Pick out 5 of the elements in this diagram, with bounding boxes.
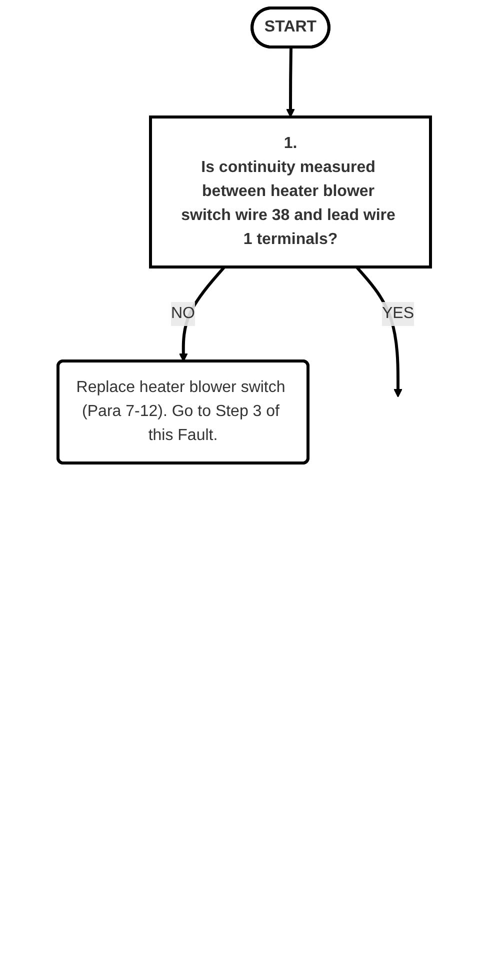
node-box: 1. Is continuity measured between heater blower switch wire 38 and lead wire 1 terminals? [149,116,432,268]
arrow [286,47,296,118]
edge-label: NO [171,305,196,322]
edge-label: YES [382,305,414,322]
arrow [179,266,226,362]
